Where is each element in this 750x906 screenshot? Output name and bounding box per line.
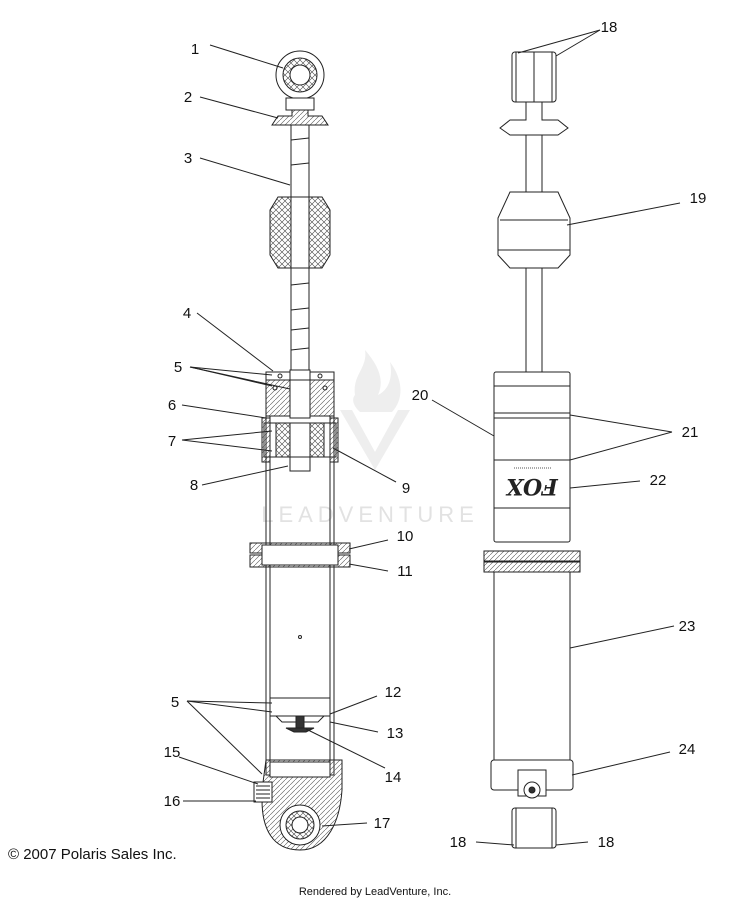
exterior-bump-stop [497,191,571,269]
upper-body [493,371,571,543]
bottom-bushing [511,807,557,849]
callout-20: 20 [412,387,429,404]
spring-seat [271,109,329,126]
callout-19: 19 [690,190,707,207]
rendered-by-text: Rendered by LeadVenture, Inc. [298,886,452,898]
exterior-shock-view: FOX [483,51,581,849]
callout-13: 13 [387,725,404,742]
leader-lines [178,29,681,846]
callout-7: 7 [168,433,176,450]
copyright-text: © 2007 Polaris Sales Inc. [8,846,177,863]
callout-1: 1 [191,41,199,58]
callout-22: 22 [650,472,667,489]
callout-14: 14 [385,769,402,786]
seal-head [265,369,335,419]
callout-9: 9 [402,480,410,497]
bottom-eyelet [253,759,343,851]
callout-6: 6 [168,397,176,414]
leadventure-watermark: LEADVENTURE [261,350,479,527]
fox-logo: FOX [505,473,558,499]
callout-24: 24 [679,741,696,758]
callout-21: 21 [682,424,699,441]
exterior-preload-ring-top [483,550,581,562]
piston [261,417,339,472]
callout-12: 12 [385,684,402,701]
callout-4: 4 [183,305,191,322]
callout-5-upper: 5 [174,359,182,376]
top-eyelet [275,50,325,111]
callout-5-lower: 5 [171,694,179,711]
exterior-preload-ring-bottom [483,561,581,573]
top-spring-seat [499,101,569,136]
callout-18-bottom-right: 18 [598,834,615,851]
callout-numbers: 1 2 3 4 5 6 7 8 9 10 11 5 12 13 14 15 16… [164,19,707,851]
lower-body [493,571,571,761]
fox-logo-text: FOX [505,473,558,499]
watermark-text: LEADVENTURE [261,502,479,527]
callout-17: 17 [374,815,391,832]
callout-8: 8 [190,477,198,494]
cutaway-shock-view [249,50,351,851]
callout-18-bottom-left: 18 [450,834,467,851]
callout-16: 16 [164,793,181,810]
preload-rings [249,542,351,568]
callout-3: 3 [184,150,192,167]
callout-15: 15 [164,744,181,761]
floating-piston [269,697,331,733]
callout-10: 10 [397,528,414,545]
callout-2: 2 [184,89,192,106]
callout-18-top: 18 [601,19,618,36]
callout-23: 23 [679,618,696,635]
callout-11: 11 [397,563,413,580]
